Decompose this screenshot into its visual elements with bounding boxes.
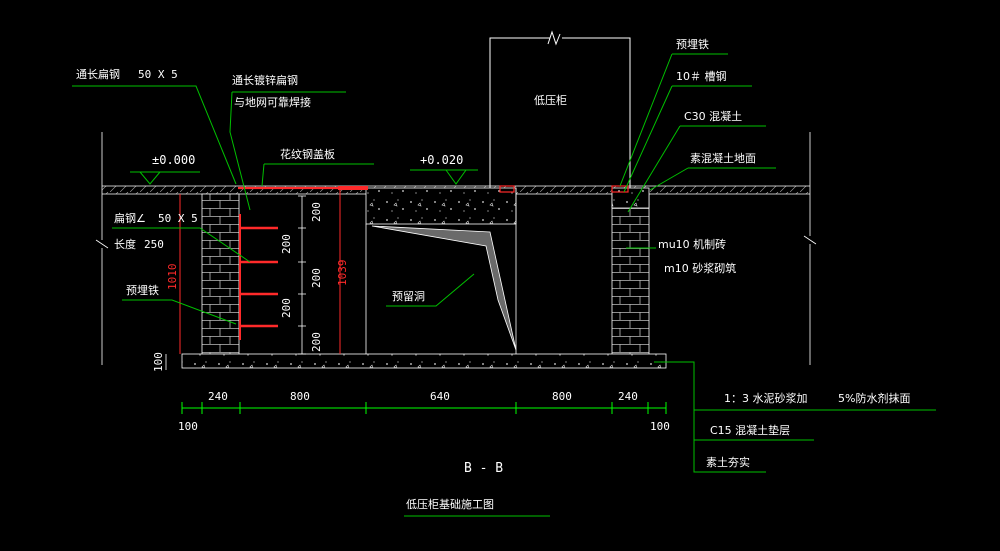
- length-label: 长度: [114, 237, 136, 251]
- concrete-c30-label: C30 混凝土: [684, 109, 742, 123]
- galv-flat-steel-line1: 通长镀锌扁钢: [232, 73, 298, 87]
- leaders-right: 预埋铁 10＃ 槽钢 C30 混凝土 素混凝土地面 mu10 机制砖 m10 砂…: [619, 38, 936, 473]
- dim-240-right: 240: [618, 390, 638, 403]
- dim-slab-100: 100: [152, 352, 165, 372]
- middle-concrete-slab: [365, 187, 517, 354]
- brick-label: mu10 机制砖: [658, 237, 726, 251]
- compacted-soil-label: 素土夯实: [706, 455, 750, 469]
- reserved-hole-label: 预留洞: [392, 290, 425, 303]
- bottom-dimensions: 240 800 640 800 240 100 100: [178, 390, 670, 433]
- right-concrete-cap: [611, 187, 650, 209]
- drawing-title: 低压柜基础施工图: [404, 498, 550, 517]
- dim-v-200-e: 200: [310, 332, 323, 352]
- elevation-zero: ±0.000: [130, 153, 200, 185]
- flat-steel-left-spec: 50 X 5: [138, 68, 178, 81]
- embedded-iron-top-label: 预埋铁: [676, 38, 709, 51]
- mortar-label: m10 砂浆砌筑: [664, 261, 736, 275]
- dim-v-200-d: 200: [280, 298, 293, 318]
- level-zero-text: ±0.000: [152, 153, 195, 167]
- dim-v-200-b: 200: [280, 234, 293, 254]
- section-name: B - B: [464, 461, 503, 476]
- vertical-dimensions: 200 200 200 200 200 1010 1039 100: [152, 195, 349, 372]
- checker-plate-label: 花纹钢盖板: [280, 147, 335, 161]
- flat-steel-bracket-label: 扁钢∠: [114, 212, 146, 225]
- c15-cushion-label: C15 混凝土垫层: [710, 423, 790, 437]
- flat-steel-bracket-spec: 50 X 5: [158, 212, 198, 225]
- level-020-text: +0.020: [420, 153, 463, 167]
- galv-flat-steel-line2: 与地网可靠焊接: [234, 95, 311, 109]
- dim-640: 640: [430, 390, 450, 403]
- embedded-iron-left-label: 预埋铁: [126, 284, 159, 297]
- cabinet: 低压柜: [489, 30, 631, 188]
- plain-concrete-floor-label: 素混凝土地面: [690, 151, 756, 165]
- c15-cushion: [181, 353, 667, 369]
- left-brick-wall: [201, 193, 240, 355]
- elevation-020: +0.020: [410, 153, 478, 185]
- drawing-title-text: 低压柜基础施工图: [406, 498, 494, 511]
- reserved-hole-leader: 预留洞: [386, 273, 475, 307]
- dim-v-200-c: 200: [310, 268, 323, 288]
- dim-800-left: 800: [290, 390, 310, 403]
- flat-steel-left-title: 通长扁钢: [76, 68, 120, 81]
- leaders-left: 通长扁钢 50 X 5 通长镀锌扁钢 与地网可靠焊接 花纹钢盖板 扁钢∠ 50 …: [72, 68, 374, 325]
- cabinet-label: 低压柜: [534, 94, 567, 107]
- right-brick-wall: [611, 193, 650, 355]
- waterproof-label: 5%防水剂抹面: [838, 391, 910, 405]
- dim-1010: 1010: [166, 264, 179, 291]
- dim-1039: 1039: [336, 260, 349, 287]
- plaster-label: 1：3 水泥砂浆加: [724, 391, 808, 405]
- dim-800-right: 800: [552, 390, 572, 403]
- length-value: 250: [144, 238, 164, 251]
- dim-240-left: 240: [208, 390, 228, 403]
- dim-100-right: 100: [650, 420, 670, 433]
- dim-v-200-a: 200: [310, 202, 323, 222]
- channel-steel-label: 10＃ 槽钢: [676, 70, 727, 83]
- dim-100-left: 100: [178, 420, 198, 433]
